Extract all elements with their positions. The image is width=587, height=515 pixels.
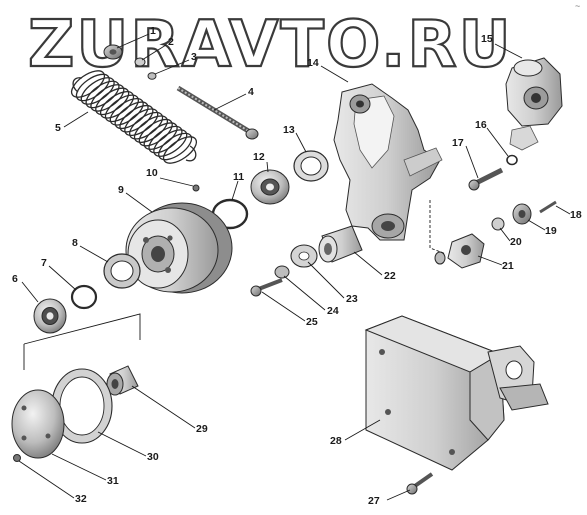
callout-6: 6 xyxy=(12,273,18,285)
callout-30: 30 xyxy=(147,451,159,463)
callout-13: 13 xyxy=(283,124,295,136)
ring-part-16 xyxy=(506,154,518,166)
bolt-part-27 xyxy=(406,472,434,495)
callout-3: 3 xyxy=(191,51,197,63)
ring-part-13 xyxy=(293,150,329,182)
pulley-part-9 xyxy=(125,202,233,294)
callout-29: 29 xyxy=(196,423,208,435)
callout-19: 19 xyxy=(545,225,557,237)
screw-part-17 xyxy=(468,167,504,191)
housing-part-15 xyxy=(505,57,563,151)
assembly-bracket-lines xyxy=(23,200,447,370)
callout-32: 32 xyxy=(75,493,87,505)
callout-28: 28 xyxy=(330,435,342,447)
washer-part-3 xyxy=(147,72,157,80)
callout-9: 9 xyxy=(118,184,124,196)
ring-part-8 xyxy=(103,253,141,289)
callout-15: 15 xyxy=(481,33,493,45)
nut-part-19 xyxy=(512,203,532,225)
screw-part-32 xyxy=(13,454,21,462)
callout-7: 7 xyxy=(41,257,47,269)
callout-16: 16 xyxy=(475,119,487,131)
callout-24: 24 xyxy=(327,305,339,317)
callout-23: 23 xyxy=(346,293,358,305)
cover-part-31 xyxy=(11,389,65,459)
callout-14: 14 xyxy=(307,57,319,69)
washer-part-23 xyxy=(290,244,318,268)
callout-4: 4 xyxy=(248,86,254,98)
callout-labels: 1 2 3 4 5 6 7 8 9 10 11 12 13 14 15 16 1… xyxy=(12,25,582,507)
callout-27: 27 xyxy=(368,495,380,507)
callout-2: 2 xyxy=(168,36,174,48)
roller-part-29 xyxy=(106,365,139,396)
callout-1: 1 xyxy=(150,25,156,37)
spring-part xyxy=(70,70,198,164)
callout-31: 31 xyxy=(107,475,119,487)
washer-part-20 xyxy=(491,217,505,231)
screw-part-10 xyxy=(192,184,200,192)
bearing-part-12 xyxy=(250,169,290,205)
callout-18: 18 xyxy=(570,209,582,221)
callout-10: 10 xyxy=(146,167,158,179)
corner-mark: ~ xyxy=(575,1,580,11)
gasket-part-30 xyxy=(51,368,113,444)
callout-11: 11 xyxy=(233,171,244,183)
bolt-part-18 xyxy=(539,200,557,214)
callout-25: 25 xyxy=(306,316,318,328)
bracket-part-21 xyxy=(434,233,485,269)
nut-part-1 xyxy=(103,44,123,60)
bolt-part-25 xyxy=(250,278,283,297)
callout-21: 21 xyxy=(502,260,514,272)
callout-12: 12 xyxy=(253,151,265,163)
callout-17: 17 xyxy=(452,137,464,149)
leader-lines xyxy=(18,33,571,501)
callout-22: 22 xyxy=(384,270,396,282)
watermark-text: ZURAVTO.RU xyxy=(28,8,513,82)
sleeve-part-22 xyxy=(318,225,363,263)
washer-part-24 xyxy=(274,265,290,279)
ring-part-7 xyxy=(70,284,98,310)
callout-8: 8 xyxy=(72,237,78,249)
callout-20: 20 xyxy=(510,236,522,248)
tensioner-arm-part-14 xyxy=(333,83,443,241)
bolt-part-4 xyxy=(176,85,259,140)
mounting-bracket-part-28 xyxy=(364,315,549,471)
callout-5: 5 xyxy=(55,122,61,134)
bearing-part-6 xyxy=(33,298,67,334)
